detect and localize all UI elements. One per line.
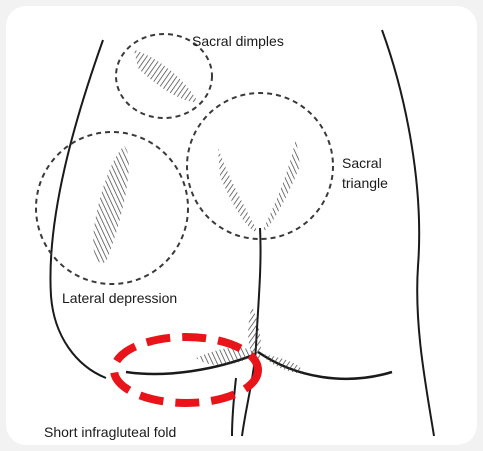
illustration-panel: Sacral dimples Sacral triangle Lateral d… bbox=[6, 6, 477, 445]
label-lateral-depression: Lateral depression bbox=[62, 290, 177, 306]
label-sacral-dimples: Sacral dimples bbox=[192, 33, 284, 49]
right-body-contour bbox=[382, 30, 434, 436]
lateral-depression-shading bbox=[93, 146, 129, 263]
buttocks-diagram: Sacral dimples Sacral triangle Lateral d… bbox=[6, 6, 477, 445]
sacral-triangle-right-shading bbox=[262, 138, 300, 232]
left-fold-shading bbox=[196, 347, 256, 365]
sacral-triangle-circle bbox=[187, 93, 333, 239]
label-sacral-triangle-line2: triangle bbox=[342, 175, 388, 191]
label-short-infragluteal-fold: Short infragluteal fold bbox=[44, 424, 176, 440]
infragluteal-highlight-ellipse bbox=[114, 337, 258, 403]
right-fold-shading bbox=[262, 354, 303, 374]
left-thigh-line bbox=[232, 378, 236, 436]
label-sacral-triangle-line1: Sacral bbox=[342, 155, 382, 171]
sacral-triangle-left-shading bbox=[218, 148, 258, 232]
sacral-dimple-shading bbox=[134, 50, 198, 102]
